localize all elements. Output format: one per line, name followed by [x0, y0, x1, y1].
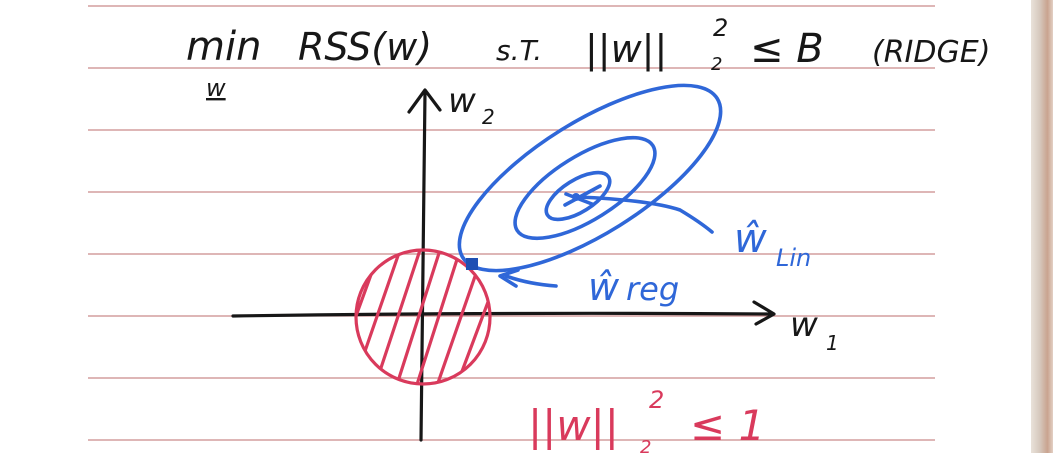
- min-operator: min: [186, 24, 261, 70]
- min-subscript: w: [206, 74, 226, 102]
- y-axis-label-subscript: 2: [482, 105, 495, 129]
- w-reg-point: [466, 258, 478, 270]
- ruled-lines: [88, 5, 935, 441]
- w-reg-label: ŵ: [588, 265, 620, 309]
- x-axis-label-subscript: 1: [826, 331, 839, 355]
- w-lin-point: [572, 193, 580, 201]
- unit-norm-bound: ≤ 1: [690, 401, 765, 450]
- objective-formula: min w RSS(w) s.T. ||w|| 2 2 ≤ B (RIDGE): [186, 14, 990, 102]
- constraint-prefix: s.T.: [496, 34, 542, 67]
- page-margin-edge: [1031, 0, 1053, 453]
- w-lin-pointer: [576, 195, 714, 234]
- rss-contour-inner: [544, 170, 612, 222]
- annotations: ŵ Lin ŵ reg: [466, 195, 811, 309]
- norm-exponent: 2: [713, 14, 728, 42]
- w-reg-pointer-arrowhead: [498, 268, 520, 288]
- y-axis: [419, 90, 427, 442]
- constraint-circle: [354, 248, 492, 386]
- w-reg-subscript: reg: [626, 270, 679, 308]
- x-axis: [231, 311, 774, 318]
- constraint-bound: ≤ B: [750, 26, 824, 72]
- y-axis-label: w: [448, 81, 476, 121]
- x-axis-arrowhead: [752, 300, 776, 326]
- rss-contour-outer: [457, 83, 723, 273]
- unit-norm-exponent: 2: [649, 386, 664, 414]
- w-lin-label: ŵ: [734, 216, 767, 262]
- axes: w 2 w 1: [231, 81, 839, 442]
- unit-norm-constraint: ||w||: [528, 401, 619, 450]
- objective-rss: RSS(w): [298, 25, 432, 69]
- unit-norm-subscript: 2: [640, 437, 651, 453]
- norm-subscript: 2: [711, 54, 722, 75]
- rss-contours: [457, 83, 723, 273]
- w-reg-pointer: [504, 274, 558, 288]
- constraint-norm: ||w||: [585, 27, 667, 72]
- w-lin-subscript: Lin: [776, 244, 811, 272]
- method-label: (RIDGE): [872, 35, 990, 70]
- rss-contour-middle: [513, 135, 657, 241]
- y-axis-arrowhead: [407, 88, 442, 114]
- constraint-region: ||w|| 2 2 ≤ 1: [354, 248, 765, 453]
- x-axis-label: w: [790, 305, 818, 345]
